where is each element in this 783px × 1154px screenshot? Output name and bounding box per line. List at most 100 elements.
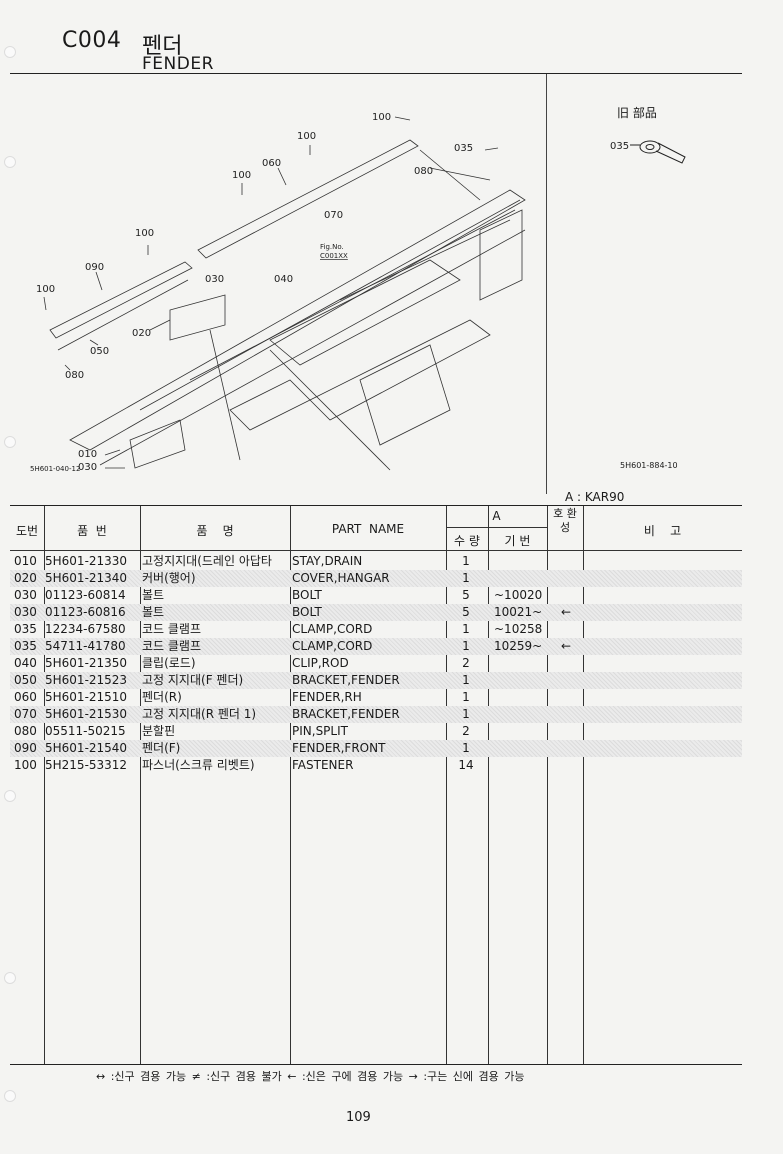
cell-ref-no: 060 [14,690,37,704]
cell-part-number: 05511-50215 [45,724,126,738]
cell-serial-range: ~10020 [494,588,543,602]
cell-quantity: 1 [462,571,470,585]
compatibility-legend: ↔ :신구 겸용 가능 ≠ :신구 겸용 불가 ← :신은 구에 겸용 가능 →… [96,1070,525,1083]
header-part-no: 품 번 [77,524,107,538]
section-code: C004 [62,28,122,53]
title-english: FENDER [142,54,214,74]
cell-name-english: FENDER,FRONT [292,741,386,755]
cell-part-number: 5H215-53312 [45,758,128,772]
header-model: A [492,509,501,523]
cell-part-number: 5H601-21523 [45,673,128,687]
cell-name-korean: 분할핀 [142,724,176,738]
callout-070: 070 [324,210,343,221]
page-number: 109 [346,1110,371,1125]
cell-interchange: ← [560,605,572,619]
cell-quantity: 1 [462,707,470,721]
cell-name-korean: 코드 클램프 [142,622,202,636]
cell-name-korean: 펜더(F) [142,741,181,755]
callout-035: 035 [454,143,473,154]
illustration-ref-left: 5H601-040-12 [30,465,81,473]
cell-quantity: 1 [462,622,470,636]
parts-table: 도번 품 번 품 명 PART NAME A 수 량 기 번 호 환 성 비 고… [10,505,742,1065]
cell-name-korean: 고정지지대(드레인 아답타 [142,554,272,568]
header-rule [10,73,742,74]
cell-serial-range: ~10258 [494,622,543,636]
cell-name-english: BRACKET,FENDER [292,707,400,721]
cell-name-english: FENDER,RH [292,690,362,704]
cell-quantity: 5 [462,588,470,602]
title-korean: 펜더 [142,34,183,59]
callout-030: 030 [205,274,224,285]
fender-front-shape [49,261,193,339]
cell-quantity: 1 [462,690,470,704]
cell-ref-no: 070 [14,707,37,721]
cell-quantity: 5 [462,605,470,619]
callout-100: 100 [135,228,154,239]
cell-name-english: STAY,DRAIN [292,554,363,568]
callout-100: 100 [232,170,251,181]
cell-part-number: 5H601-21540 [45,741,128,755]
callout-040: 040 [274,274,293,285]
exploded-parts-diagram: 100 100 060 100 035 080 070 100 090 100 … [36,112,526,473]
cell-ref-no: 020 [14,571,37,585]
cell-name-korean: 코드 클램프 [142,639,202,653]
illustration-divider [546,74,547,494]
cell-quantity: 1 [462,741,470,755]
header-remarks: 비 고 [643,524,682,538]
table-row: 030 01123-60816 볼트 BOLT 5 10021~ ← [10,604,742,621]
cell-interchange: ← [560,639,572,653]
callout-010: 010 [78,449,97,460]
cell-part-number: 01123-60816 [45,605,126,619]
cell-name-korean: 커버(행어) [142,571,196,585]
binder-hole [4,46,16,58]
table-row: 090 5H601-21540 펜더(F) FENDER,FRONT 1 [10,740,742,757]
cell-part-number: 5H601-21350 [45,656,128,670]
callout-090: 090 [85,262,104,273]
cell-name-english: BOLT [292,588,322,602]
cell-part-number: 12234-67580 [45,622,126,636]
cell-name-english: BRACKET,FENDER [292,673,400,687]
cell-quantity: 1 [462,639,470,653]
cell-ref-no: 090 [14,741,37,755]
cell-name-korean: 볼트 [142,588,165,602]
table-row: 070 5H601-21530 고정 지지대(R 펜더 1) BRACKET,FEND… [10,706,742,723]
old-part-callout: 035 [610,141,629,152]
header-qty: 수 량 [454,534,480,548]
cell-quantity: 2 [462,656,470,670]
cell-ref-no: 010 [14,554,37,568]
cell-serial-range: 10021~ [494,605,543,619]
callout-020: 020 [132,328,151,339]
cell-name-korean: 고정 지지대(R 펜더 1) [142,707,257,721]
callout-060: 060 [262,158,281,169]
cell-part-number: 5H601-21510 [45,690,128,704]
callout-100: 100 [36,284,55,295]
cell-part-number: 01123-60814 [45,588,126,602]
binder-hole [4,156,16,168]
cell-name-korean: 고정 지지대(F 펜더) [142,673,244,687]
cell-name-english: CLAMP,CORD [292,639,373,653]
cell-name-korean: 파스너(스크류 리벳트) [142,758,255,772]
cell-name-english: BOLT [292,605,322,619]
cell-name-english: CLIP,ROD [292,656,349,670]
cell-part-number: 5H601-21530 [45,707,128,721]
cell-ref-no: 030 [14,605,37,619]
header-no: 도번 [15,524,39,538]
callout-100: 100 [372,112,391,123]
cell-name-korean: 클립(로드) [142,656,196,670]
cell-name-english: FASTENER [292,758,354,772]
cell-name-english: CLAMP,CORD [292,622,373,636]
callout-080: 080 [65,370,84,381]
cell-name-korean: 볼트 [142,605,165,619]
cell-part-number: 5H601-21330 [45,554,128,568]
cell-name-english: PIN,SPLIT [292,724,348,738]
cell-quantity: 1 [462,554,470,568]
callout-030: 030 [78,462,97,473]
cell-quantity: 14 [458,758,474,772]
cell-quantity: 1 [462,673,470,687]
binder-hole [4,436,16,448]
callout-050: 050 [90,346,109,357]
